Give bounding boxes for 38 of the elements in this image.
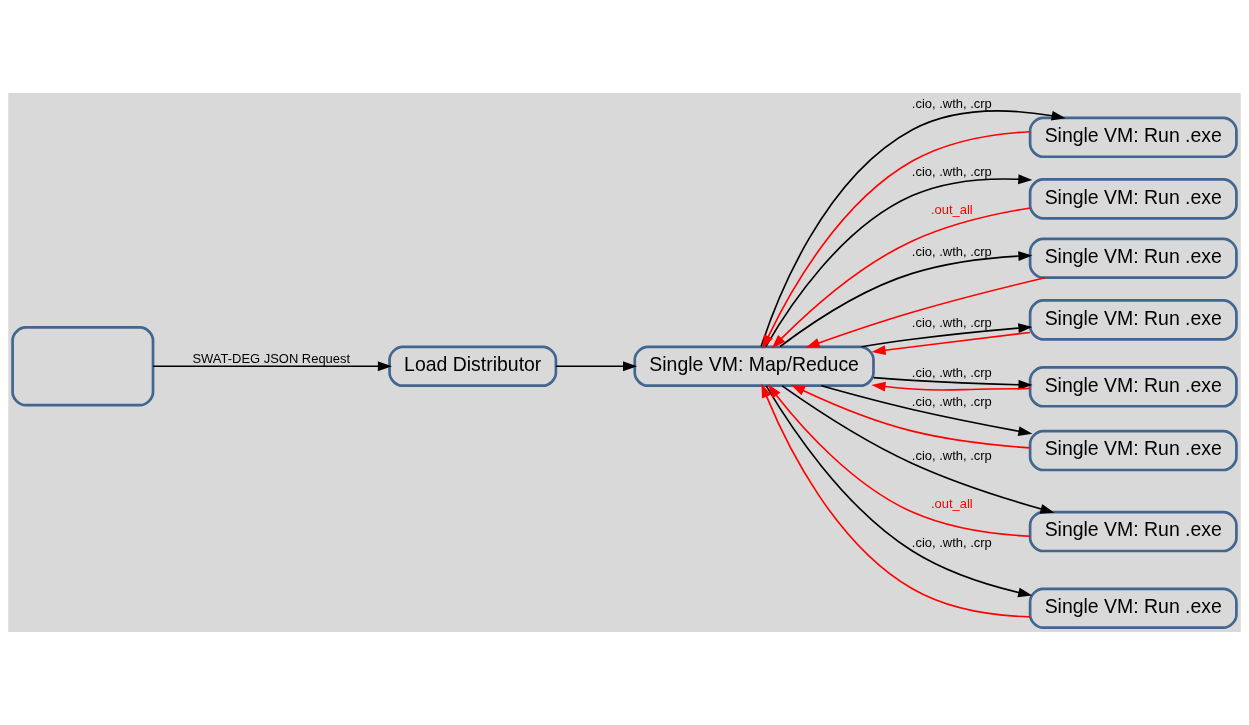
arrow: [767, 384, 1031, 538]
node-box: Single VM: Run .exe: [1028, 178, 1238, 220]
arrow: [805, 276, 1046, 348]
edge-label: .out_all: [930, 201, 973, 217]
edge-label: .cio, .wth, .crp: [911, 314, 992, 330]
node-box: Single VM: Map/Reduce: [633, 345, 875, 388]
arrow: [820, 385, 1033, 437]
edge-label: .cio, .wth, .crp: [911, 393, 992, 409]
edge-label: .cio, .wth, .crp: [911, 243, 992, 259]
arrow: [555, 361, 638, 372]
arrow: [872, 376, 1033, 390]
arrow: [860, 323, 1033, 348]
arrow: [760, 110, 1066, 348]
edge-label: .cio, .wth, .crp: [911, 163, 992, 179]
arrow: [790, 384, 1031, 449]
arrow: [762, 130, 1031, 350]
edge-label: .cio, .wth, .crp: [911, 364, 992, 380]
edge-label: .cio, .wth, .crp: [911, 535, 992, 551]
edge-label: .cio, .wth, .crp: [911, 447, 992, 463]
arrow: [779, 251, 1033, 348]
arrow: [771, 207, 1031, 349]
edge-label: SWAT-DEG JSON Request: [192, 350, 351, 366]
node-box: Single VM: Run .exe: [1028, 366, 1238, 408]
edge-label: .cio, .wth, .crp: [911, 95, 992, 111]
node-box: Single VM: Run .exe: [1028, 116, 1238, 159]
arrow: [781, 385, 1055, 514]
node-box: Single VM: Run .exe: [1028, 429, 1238, 472]
node-box: [11, 326, 155, 407]
arrow: [871, 381, 1031, 392]
arrow: [152, 361, 392, 372]
edge-label: .out_all: [930, 496, 973, 512]
arrow: [765, 174, 1033, 348]
arrow: [871, 331, 1031, 356]
node-box: Single VM: Run .exe: [1028, 299, 1238, 341]
node-box: Single VM: Run .exe: [1028, 510, 1238, 553]
node-box: Single VM: Run .exe: [1028, 237, 1238, 280]
node-box: Single VM: Run .exe: [1028, 587, 1238, 630]
node-box: Load Distributor: [388, 345, 558, 388]
